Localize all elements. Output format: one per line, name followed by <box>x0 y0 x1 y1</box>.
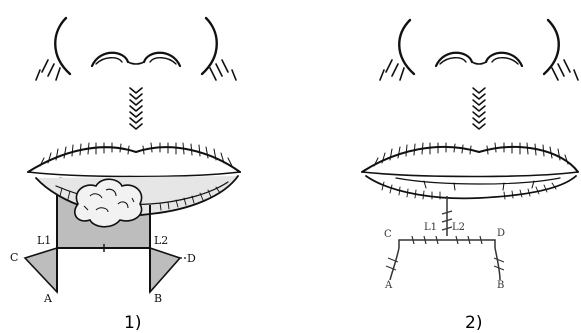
point-label-l2: L2 <box>154 234 168 247</box>
panel-1: C L1 L2 D A B 1) <box>10 18 240 333</box>
flap-triangle-right <box>150 248 180 292</box>
panel-caption: 2) <box>465 313 482 333</box>
tumor-lesion-icon <box>75 179 142 227</box>
point-label-c: C <box>384 229 392 240</box>
lips-icon <box>362 143 578 199</box>
philtrum-chevrons-icon <box>473 88 485 129</box>
point-label-l1: L1 <box>37 234 51 247</box>
nose-icon <box>36 18 236 80</box>
point-label-l1: L1 <box>424 222 437 233</box>
point-label-b: B <box>154 292 162 305</box>
point-label-l2: L2 <box>452 222 465 233</box>
nose-icon <box>380 20 578 80</box>
point-label-a: A <box>384 280 393 291</box>
flap-triangle-left <box>25 248 57 292</box>
point-label-d: D <box>497 228 505 239</box>
point-label-c: C <box>10 251 18 264</box>
panel-caption: 1) <box>124 313 141 333</box>
philtrum-chevrons-icon <box>130 88 142 129</box>
point-label-d: D <box>187 252 196 265</box>
point-label-b: B <box>497 280 504 291</box>
point-label-a: A <box>43 292 53 305</box>
panel-2: C L1 L2 D A B 2) <box>362 20 578 333</box>
suture-lines <box>386 196 504 280</box>
